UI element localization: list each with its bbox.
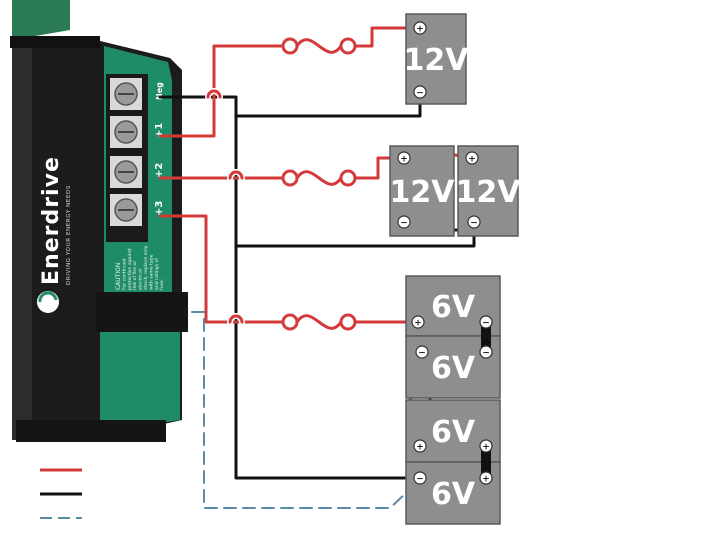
fuse-icon [281, 313, 357, 331]
battery: 6V+− [405, 399, 501, 463]
charger-rail-top [96, 292, 188, 332]
positive-terminal-icon [465, 151, 479, 165]
caution-line: shock, replace only [143, 245, 149, 290]
battery: 12V + − [389, 145, 456, 237]
fuse-icon [281, 169, 357, 187]
terminal-sign: − [416, 89, 424, 99]
charger-rail-bottom [16, 420, 166, 442]
series-link-bar [481, 446, 491, 478]
battery: 12V + − [404, 13, 470, 105]
terminal-sign: − [418, 349, 426, 359]
enerdrive-logo: Enerdrive DRIVING YOUR ENERGY NEEDS [37, 156, 72, 313]
wire-crossover [228, 314, 244, 324]
negative-terminal-icon [397, 215, 411, 229]
logo-swirl-icon [38, 291, 58, 303]
negative-terminal-icon [467, 215, 481, 229]
batteries: 12V+−12V+−12V+−6V+−6V+−6V+−6V+−−−++ [389, 13, 522, 525]
terminal-sign: + [482, 475, 490, 485]
positive-terminal-icon [411, 315, 425, 329]
battery-voltage-label: 12V [404, 43, 470, 78]
negative-terminal-icon [413, 85, 427, 99]
positive-terminal-icon [413, 21, 427, 35]
charger-terminal: +2 [110, 156, 165, 188]
terminal-sign: − [470, 219, 478, 229]
negative-terminal-icon [479, 345, 493, 359]
wire-crossover [206, 89, 222, 99]
charger-panel-lower [100, 330, 180, 432]
terminal-label: +1 [154, 123, 165, 138]
terminal-sign: + [482, 443, 490, 453]
series-link-bar [481, 322, 491, 352]
caution-line: protection against [127, 248, 133, 290]
negative-terminal-icon [413, 471, 427, 485]
negative-wire-bank1 [234, 90, 422, 118]
negative-bus-wire [158, 95, 422, 480]
caution-line: with same type [148, 254, 154, 290]
battery-voltage-label: 12V [456, 175, 522, 210]
terminal-sign: + [468, 155, 476, 165]
charger-body-shade [12, 44, 32, 440]
positive-terminal-icon [413, 439, 427, 453]
caution-line: CAUTION [115, 263, 122, 290]
charger-terminal: +3 [110, 194, 165, 226]
charger: Neg +1 +2 +3 Enerdrive DRIVING YOUR ENERGY … [10, 0, 188, 442]
positive-wire-bank1-out [354, 26, 422, 48]
terminal-sign: − [400, 219, 408, 229]
caution-line: For continued [121, 258, 127, 290]
terminal-sign: + [416, 25, 424, 35]
brand-tagline: DRIVING YOUR ENERGY NEEDS [66, 185, 72, 285]
positive-terminal-icon [479, 439, 493, 453]
caution-line: and ratings of [154, 258, 160, 290]
positive-terminal-icon [479, 471, 493, 485]
terminal-sign: − [416, 475, 424, 485]
terminal-sign: + [414, 319, 422, 329]
battery-voltage-label: 6V [431, 415, 476, 450]
positive-terminal-icon [397, 151, 411, 165]
caution-line: risk of fire or [132, 261, 138, 290]
wire-crossover [228, 170, 244, 180]
terminal-sign: − [482, 319, 490, 329]
battery: 12V + − [456, 145, 522, 237]
temperature-sensor-wire [191, 311, 421, 509]
negative-terminal-icon [479, 315, 493, 329]
terminal-label: +2 [154, 163, 165, 178]
legend [40, 468, 82, 519]
battery-voltage-label: 6V [431, 290, 476, 325]
battery-voltage-label: 6V [431, 477, 476, 512]
brand-name: Enerdrive [39, 156, 64, 285]
charger-terminal: Neg [110, 78, 164, 110]
caution-line: electrical [138, 269, 144, 290]
terminal-label: Neg [155, 82, 164, 100]
charger-terminal: +1 [110, 116, 165, 148]
battery-voltage-label: 12V [390, 175, 456, 210]
negative-terminal-icon [415, 345, 429, 359]
charger-top-cap [12, 0, 70, 40]
terminal-label: +3 [154, 201, 165, 216]
terminal-sign: + [400, 155, 408, 165]
battery-voltage-label: 6V [431, 351, 476, 386]
charger-bracket [10, 36, 100, 48]
terminal-sign: − [482, 349, 490, 359]
terminal-sign: + [416, 443, 424, 453]
fuse-icon [281, 37, 357, 55]
caution-line: fuse. [159, 279, 165, 290]
